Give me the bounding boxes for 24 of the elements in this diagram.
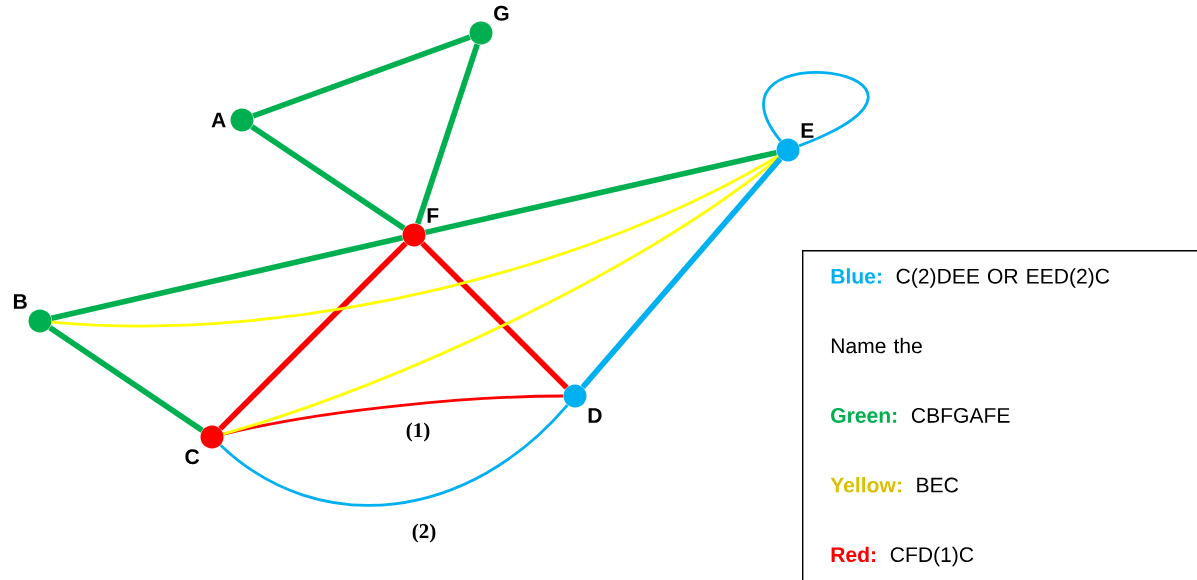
- node-label: G: [494, 5, 509, 21]
- graph-edge: [420, 241, 569, 390]
- node-label: C: [185, 449, 200, 465]
- node-label: D: [588, 408, 602, 423]
- graph-edge: [223, 156, 780, 436]
- graph-edge: [424, 149, 778, 236]
- node-label: F: [427, 208, 439, 223]
- node-label: E: [801, 123, 814, 138]
- graph-edge: [218, 241, 408, 431]
- graph-edge: [48, 325, 204, 433]
- node-label: A: [211, 112, 226, 128]
- graph-edge: [223, 394, 564, 436]
- edge-label: (2): [409, 521, 439, 545]
- graph-edge: [252, 34, 471, 119]
- node-label: B: [13, 294, 27, 309]
- graph-edge: [219, 404, 569, 507]
- graph-edge: [250, 124, 406, 231]
- graph-edge: [51, 154, 779, 328]
- graph-edge: [580, 157, 783, 389]
- graph-edge: [50, 234, 404, 322]
- graph-edge: [763, 71, 870, 148]
- edge-label: (1): [403, 420, 433, 444]
- legend-box: Blue: C(2)DEE OR EED(2)C Name the Green: CBFGAFE Yellow: BEC Red: CFD(1)C: [802, 250, 1197, 580]
- graph-edge: [415, 43, 480, 225]
